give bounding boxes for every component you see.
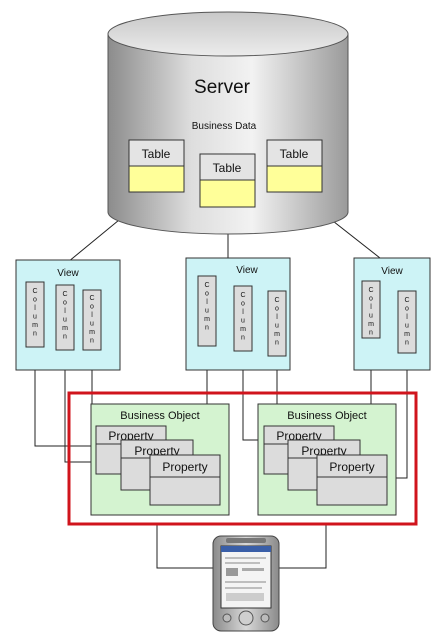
table-data-cell [266,165,323,193]
server-title: Server [194,77,251,98]
connector-bo1-device [156,525,213,569]
view-label: View [57,268,79,279]
connector-bo2-device [279,525,327,569]
table-header-cell [128,139,185,167]
view-label: View [236,265,258,276]
table-data-cell [128,165,185,193]
business-object-2: Business Object Property Property Proper… [257,403,397,516]
handheld-device-icon [212,535,280,632]
server-table-3: Table [266,139,323,193]
connector-v1c1 [34,347,96,447]
view-label: View [381,266,403,277]
property-card: Property [149,454,221,506]
property-label: Property [329,460,374,474]
server-database: Server Business Data Table Table Table [107,11,349,235]
server-table-2: Table [199,153,256,208]
property-card: Property [316,454,388,506]
server-subtitle: Business Data [192,121,257,132]
business-object-label: Business Object [287,410,366,422]
business-object-1: Business Object Property Property Proper… [90,403,230,516]
table-data-cell [199,179,256,208]
property-label: Property [162,460,207,474]
table-header-cell [266,139,323,167]
server-table-1: Table [128,139,185,193]
business-layer-highlight [67,391,418,526]
table-label: Table [213,161,242,175]
server-cylinder-top [107,11,349,57]
business-object-label: Business Object [120,410,199,422]
table-label: Table [142,147,171,161]
table-label: Table [280,147,309,161]
